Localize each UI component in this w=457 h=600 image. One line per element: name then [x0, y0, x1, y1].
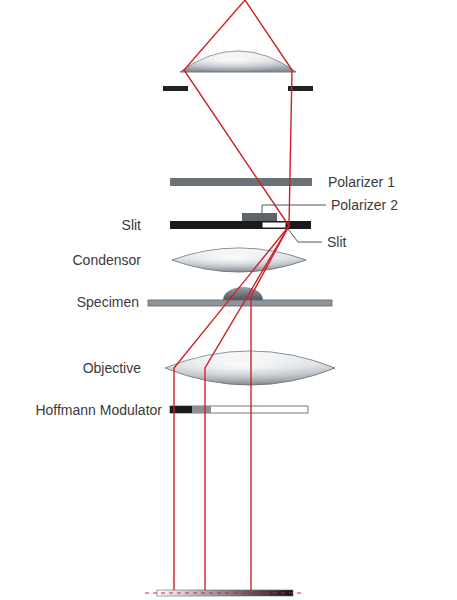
light-ray: [245, 0, 292, 226]
polarizer-plate: [242, 213, 277, 221]
leader-line: [288, 229, 322, 242]
part-label: Polarizer 2: [331, 197, 398, 213]
leader-line: [262, 205, 326, 213]
light-rays: [174, 0, 292, 590]
modulator-grey-zone: [192, 406, 211, 413]
part-label: Condensor: [73, 252, 142, 268]
light-ray: [251, 226, 289, 590]
objective-lens: [165, 351, 335, 385]
aperture-bar: [163, 86, 188, 91]
condensor-lens: [172, 248, 306, 272]
part-label: Specimen: [77, 294, 139, 310]
light-ray: [205, 226, 289, 590]
part-label: Hoffmann Modulator: [35, 402, 162, 418]
part-label: Polarizer 1: [328, 174, 395, 190]
light-ray: [174, 226, 289, 590]
polarizer-plate: [170, 178, 312, 186]
lens-shine: [172, 248, 306, 272]
image-axis: [145, 593, 305, 594]
part-label: Objective: [83, 360, 141, 376]
slit-opening: [262, 222, 286, 228]
specimen-slide: [148, 300, 332, 306]
part-label: Slit: [122, 217, 141, 233]
slit-plate: [170, 221, 311, 229]
light-ray: [184, 0, 289, 226]
part-label: Slit: [327, 234, 346, 250]
specimen-dome: [223, 287, 263, 300]
lens-shine: [165, 351, 335, 385]
modulator-plate: [170, 406, 308, 413]
